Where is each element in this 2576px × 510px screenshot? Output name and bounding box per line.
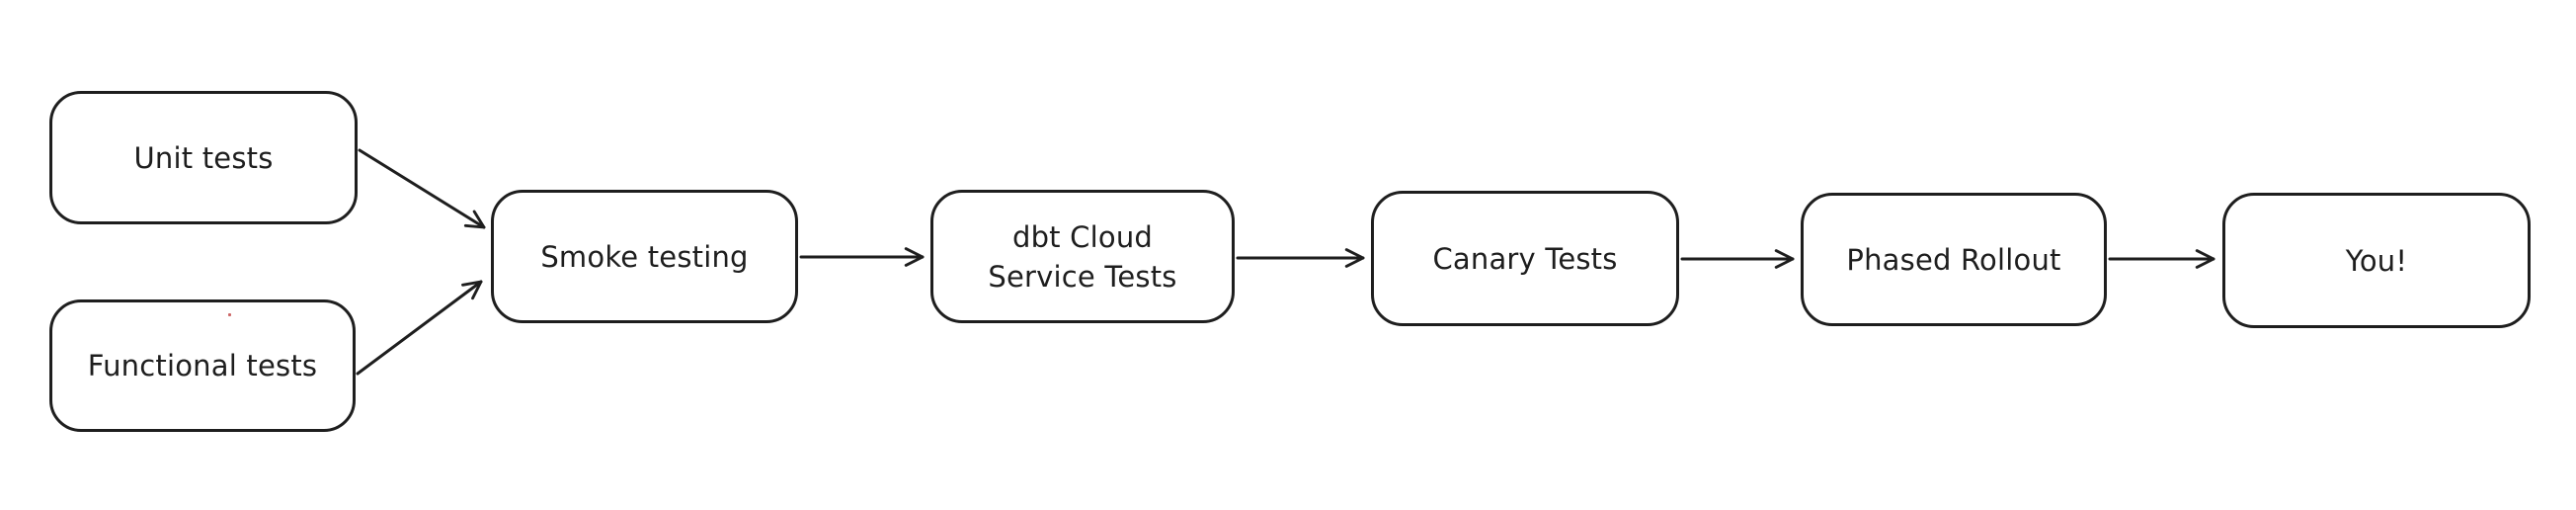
red-dot-artifact (228, 313, 231, 316)
node-label-phased-rollout: Phased Rollout (1846, 242, 2061, 277)
node-unit-tests: Unit tests (49, 91, 358, 224)
node-label-you: You! (2345, 243, 2408, 278)
node-you: You! (2222, 193, 2531, 328)
node-label-line-1: dbt Cloud (1011, 219, 1154, 254)
node-label-line-2: Service Tests (988, 259, 1177, 294)
node-canary-tests: Canary Tests (1371, 191, 1679, 326)
node-functional-tests: Functional tests (49, 299, 356, 432)
edge-unit-tests-to-smoke-testing (358, 148, 486, 229)
node-label-dbt-cloud-service-tests: dbt Cloud Service Tests (988, 217, 1176, 297)
node-label-canary-tests: Canary Tests (1432, 241, 1618, 276)
node-phased-rollout: Phased Rollout (1801, 193, 2107, 326)
node-label-smoke-testing: Smoke testing (540, 239, 749, 274)
node-label-functional-tests: Functional tests (87, 349, 318, 382)
node-smoke-testing: Smoke testing (491, 190, 798, 323)
node-dbt-cloud-service-tests: dbt Cloud Service Tests (930, 190, 1235, 323)
edge-functional-tests-to-smoke-testing (356, 280, 483, 376)
node-label-unit-tests: Unit tests (133, 140, 274, 175)
